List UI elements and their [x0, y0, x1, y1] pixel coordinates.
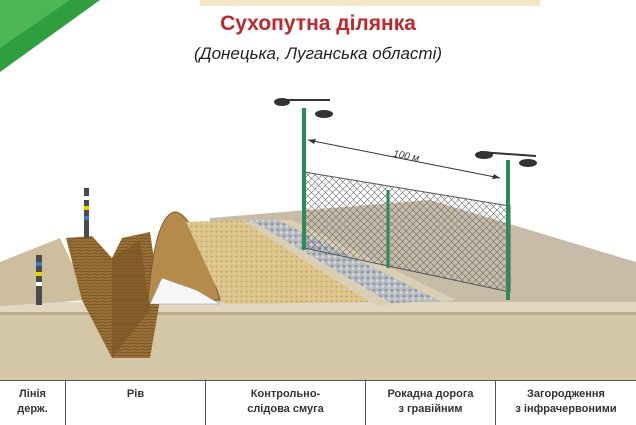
lamp-post-left [274, 98, 333, 250]
control-strip [186, 220, 374, 304]
page-subtitle: (Донецька, Луганська області) [193, 44, 443, 63]
legend-cell-ditch: Рів [66, 381, 206, 425]
left-slope [0, 238, 90, 306]
road-edge-left [244, 222, 392, 306]
legend-text: з гравійним [398, 403, 463, 415]
legend-text: Рокадна дорога [387, 388, 474, 400]
legend-cell-fence: Загородження з інфрачервоними [496, 381, 636, 425]
border-diagram [0, 0, 636, 380]
boundary-marker-front [36, 255, 42, 305]
corner-accent-light [0, 0, 70, 48]
lamp-post-right [475, 151, 537, 300]
legend-cell-patrol-road: Рокадна дорога з гравійним [366, 381, 496, 425]
legend-cell-state-line: Лінія держ. [0, 381, 66, 425]
ditch-wall [112, 240, 150, 358]
legend-text: Рів [126, 388, 145, 400]
page-title: Сухопутна ділянка [220, 12, 416, 35]
patrol-road [244, 220, 448, 304]
white-net-left [149, 277, 221, 305]
legend-text: Лінія [19, 388, 46, 400]
ground-face-shade [0, 312, 636, 315]
legend-text: слідова смуга [247, 403, 324, 415]
legend-cell-control-strip: Контрольно- слідова смуга [206, 381, 366, 425]
legend-text: Загородження [527, 388, 605, 400]
legend-row: Лінія держ. Рів Контрольно- слідова смуг… [0, 380, 636, 425]
distance-arrow [307, 139, 501, 179]
legend-text: Контрольно- [250, 388, 321, 400]
legend-text: з інфрачервоними [515, 403, 617, 415]
top-bar [200, 0, 540, 6]
legend-text: держ. [17, 403, 48, 415]
boundary-marker-back [84, 188, 89, 238]
